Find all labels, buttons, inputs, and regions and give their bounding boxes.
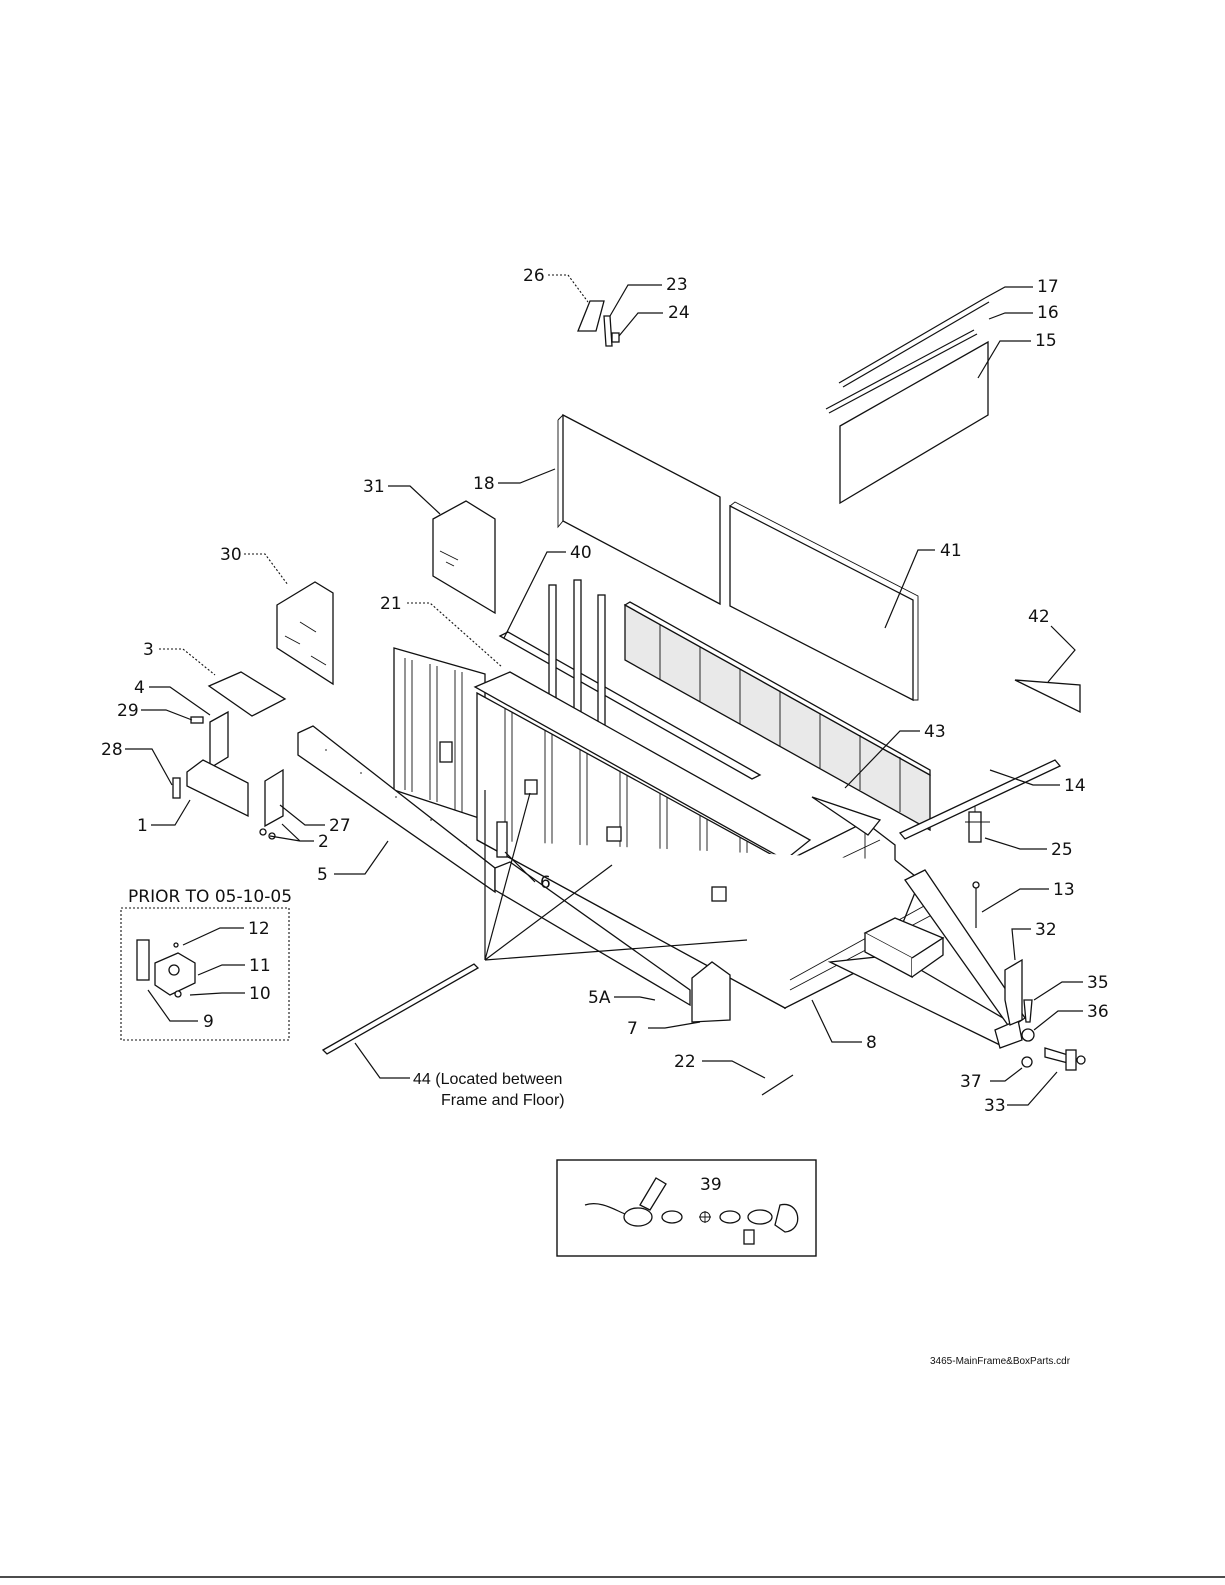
callout-11: 11	[249, 956, 271, 976]
inset-39-border	[557, 1160, 816, 1256]
callout-33: 33	[984, 1096, 1006, 1116]
part-32-bracket	[1005, 960, 1022, 1025]
part-18-panel	[563, 415, 720, 604]
callout-25: 25	[1051, 840, 1073, 860]
part-3-panel	[209, 672, 285, 716]
part-37-nut	[1022, 1057, 1032, 1067]
parts-drawing	[173, 298, 1085, 1095]
part-28-hinge	[173, 778, 180, 798]
callout-16: 16	[1037, 303, 1059, 323]
callout-21: 21	[380, 594, 402, 614]
part-26-plate	[578, 301, 604, 331]
callout-43: 43	[924, 722, 946, 742]
part-4-plate	[210, 712, 228, 768]
part-12-pin	[174, 943, 178, 947]
part-31-plate	[433, 501, 495, 613]
callout-1: 1	[137, 816, 148, 836]
callout-41: 41	[940, 541, 962, 561]
callout-42: 42	[1028, 607, 1050, 627]
part-7-cap	[692, 962, 730, 1022]
callout-40: 40	[570, 543, 592, 563]
part-44-strip	[323, 964, 478, 1054]
callout-26: 26	[523, 266, 545, 286]
callout-36: 36	[1087, 1002, 1109, 1022]
part-9-plate	[137, 940, 149, 980]
callout-13: 13	[1053, 880, 1075, 900]
part-33-coupler	[1045, 1048, 1085, 1070]
callout-31: 31	[363, 477, 385, 497]
note-44-line1: 44 (Located between	[413, 1071, 562, 1088]
chain-pin	[744, 1230, 754, 1244]
callout-24: 24	[668, 303, 690, 323]
part-1-door	[187, 760, 248, 816]
callout-37: 37	[960, 1072, 982, 1092]
callout-30: 30	[220, 545, 242, 565]
callout-6: 6	[540, 873, 551, 893]
part-43-wedge	[812, 797, 880, 835]
callout-23: 23	[666, 275, 688, 295]
callout-22: 22	[674, 1052, 696, 1072]
part-30-frame	[277, 582, 333, 684]
callout-8: 8	[866, 1033, 877, 1053]
callout-39: 39	[700, 1175, 722, 1195]
part-2-screw	[260, 829, 266, 835]
part-24-clip	[612, 333, 619, 342]
callout-17: 17	[1037, 277, 1059, 297]
callout-14: 14	[1064, 776, 1086, 796]
inset-39	[557, 1160, 816, 1256]
part-42-wedge	[1015, 680, 1080, 712]
callout-18: 18	[473, 474, 495, 494]
part-10-nut	[175, 991, 181, 997]
prior-box-title: PRIOR TO 05-10-05	[128, 887, 292, 907]
callout-4: 4	[134, 678, 145, 698]
callout-5: 5	[317, 865, 328, 885]
part-41-panel	[730, 506, 913, 700]
note-44-line2: Frame and Floor)	[441, 1092, 565, 1109]
callout-29: 29	[117, 701, 139, 721]
callout-7: 7	[627, 1019, 638, 1039]
callout-9: 9	[203, 1012, 214, 1032]
callout-28: 28	[101, 740, 123, 760]
callout-2: 2	[318, 832, 329, 852]
part-36-washer	[1022, 1029, 1034, 1041]
part-22-pin	[762, 1075, 793, 1095]
part-23-bracket	[604, 316, 612, 346]
part-15-panel	[840, 342, 988, 503]
part-25-jack	[965, 806, 990, 842]
callout-35: 35	[1087, 973, 1109, 993]
callout-32: 32	[1035, 920, 1057, 940]
part-29-pin	[191, 717, 203, 723]
part-27-plate	[265, 770, 283, 826]
callout-5A: 5A	[588, 988, 611, 1008]
callout-15: 15	[1035, 331, 1057, 351]
callout-27: 27	[329, 816, 351, 836]
file-name: 3465-MainFrame&BoxParts.cdr	[930, 1356, 1071, 1367]
callout-10: 10	[249, 984, 271, 1004]
callout-3: 3	[143, 640, 154, 660]
part-35-bolt	[1024, 1000, 1032, 1022]
callout-12: 12	[248, 919, 270, 939]
